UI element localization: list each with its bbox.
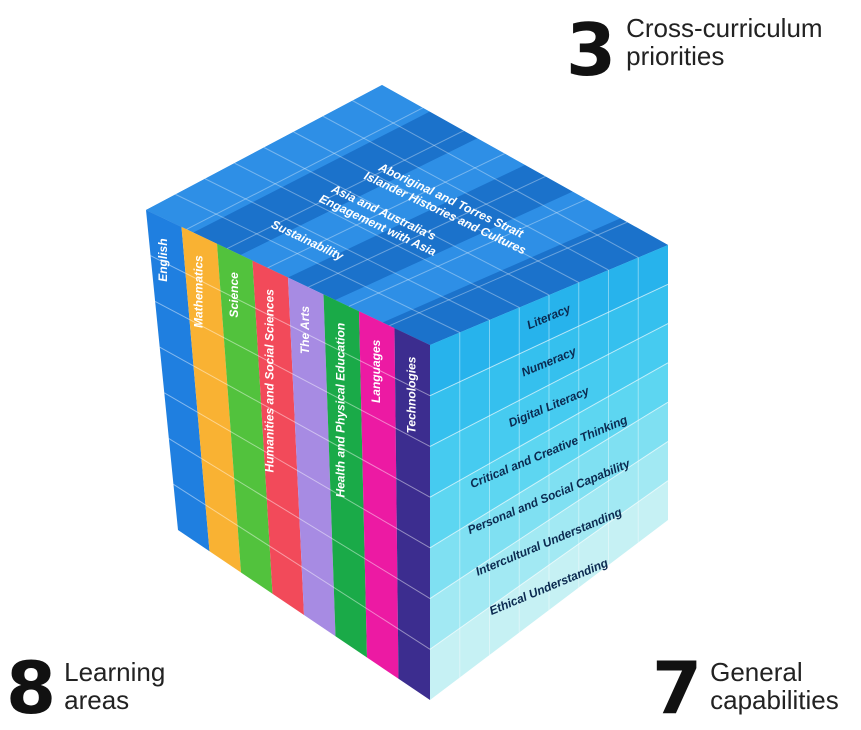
priorities-count: 3 (566, 8, 617, 92)
top-grid-line (204, 178, 490, 321)
cube-grid-lines (150, 100, 669, 678)
right-face-general-capabilities (430, 245, 668, 700)
general-capabilities-label-line2: capabilities (710, 685, 839, 716)
top-grid-line (348, 198, 587, 307)
learning-areas-label-line2: areas (64, 685, 130, 716)
learning-area-stripe (217, 243, 273, 594)
learning-area-stripe (181, 226, 241, 573)
learning-area-stripe (394, 328, 430, 700)
capability-band (430, 441, 668, 650)
learning-area-stripe (359, 311, 399, 679)
learning-area-stripe (323, 294, 367, 658)
capability-separator (429, 362, 669, 498)
learning-areas-count: 8 (6, 646, 57, 730)
top-face-band (193, 111, 478, 256)
learning-area-label: Science (227, 272, 241, 318)
general-capabilities-count: 7 (652, 646, 703, 730)
callout-cross-curriculum-priorities: 3 Cross-curriculum priorities (566, 14, 861, 86)
learning-area-label: Languages (369, 339, 383, 403)
top-face-band (288, 165, 573, 300)
learning-area-label: Humanities and Social Sciences (262, 289, 276, 473)
callout-learning-areas: 8 Learning areas (6, 652, 224, 724)
learning-area-stripe (146, 210, 210, 552)
learning-area-label: English (156, 238, 170, 281)
priorities-label: Cross-curriculum priorities (626, 14, 861, 70)
priorities-label-line2: priorities (626, 41, 725, 72)
learning-area-label: Mathematics (191, 255, 205, 328)
top-grid-line (175, 193, 460, 333)
learning-area-label: The Arts (298, 306, 312, 355)
general-capabilities-label: General capabilities (710, 652, 861, 714)
left-grid-line (173, 483, 431, 650)
top-grid-line (234, 162, 520, 308)
top-grid-line (293, 131, 579, 283)
left-grid-line (150, 255, 431, 397)
general-capabilities-label-line1: General (710, 657, 803, 687)
top-face-band (335, 191, 621, 323)
learning-area-stripe (288, 277, 336, 637)
capability-separator (429, 480, 669, 650)
left-grid-line (164, 392, 431, 549)
top-grid-line (352, 100, 639, 258)
top-grid-line (389, 221, 628, 327)
capability-band (430, 323, 668, 498)
left-grid-line (159, 346, 431, 498)
learning-area-stripe (252, 260, 304, 615)
capability-separator (429, 283, 669, 397)
top-face-cross-curriculum-priorities (146, 85, 668, 345)
learning-areas-label: Learning areas (64, 652, 224, 714)
capability-band (430, 245, 668, 396)
capability-separator (429, 441, 669, 599)
top-grid-line (226, 130, 464, 250)
top-grid-line (322, 115, 609, 271)
learning-areas-label-line1: Learning (64, 657, 166, 687)
top-face-band (146, 85, 430, 233)
top-face-band (382, 218, 668, 345)
capability-band (430, 284, 668, 447)
learning-area-label: Health and Physical Education (333, 323, 347, 498)
left-grid-line (168, 438, 431, 599)
capability-band (430, 480, 668, 700)
priorities-label-line1: Cross-curriculum (626, 13, 823, 43)
capability-band (430, 362, 668, 548)
capability-band (430, 402, 668, 599)
left-grid-line (154, 300, 431, 447)
capability-separator (429, 401, 669, 549)
callout-general-capabilities: 7 General capabilities (652, 652, 861, 724)
top-face-band (240, 138, 525, 278)
top-grid-line (186, 107, 424, 230)
top-grid-line (263, 147, 550, 296)
left-face-learning-areas (146, 210, 430, 700)
capability-separator (429, 323, 669, 447)
top-grid-line (308, 175, 546, 288)
top-grid-line (267, 153, 505, 269)
learning-area-label: Technologies (404, 356, 418, 433)
